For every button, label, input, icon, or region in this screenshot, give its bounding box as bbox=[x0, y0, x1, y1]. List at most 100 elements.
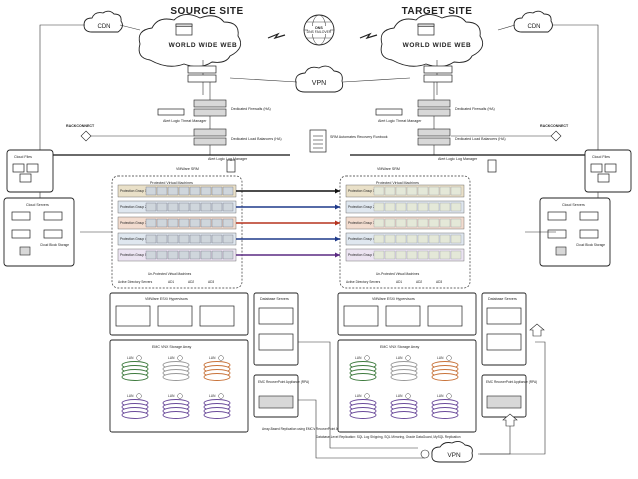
vm-icon bbox=[439, 250, 451, 260]
database-server bbox=[258, 307, 294, 325]
vm-icon bbox=[167, 186, 179, 196]
svg-text:Cloud Files: Cloud Files bbox=[14, 155, 32, 159]
source-cloud-files: Cloud Files bbox=[6, 149, 54, 193]
vm-icon bbox=[167, 234, 179, 244]
block-storage-icon bbox=[19, 246, 31, 256]
protection-group-label: Protection Group 4 bbox=[348, 237, 375, 241]
lun-number-badge bbox=[446, 393, 452, 399]
lun-disk-stack: LUN bbox=[162, 355, 190, 381]
vm-icon bbox=[178, 250, 190, 260]
threat-manager-device bbox=[157, 108, 185, 116]
vm-icon bbox=[439, 202, 451, 212]
svg-text:WORLD WIDE WEB: WORLD WIDE WEB bbox=[403, 42, 472, 49]
svg-text:VMWare SRM: VMWare SRM bbox=[377, 167, 400, 171]
vm-icon bbox=[384, 234, 396, 244]
runbook-clipboard-icon bbox=[309, 129, 327, 153]
lun-label: LUN bbox=[396, 394, 403, 398]
file-icon bbox=[26, 163, 39, 173]
svg-text:Un-Protected Virtual Machines: Un-Protected Virtual Machines bbox=[376, 272, 420, 276]
lun-number-badge bbox=[218, 355, 224, 361]
file-icon bbox=[597, 173, 610, 183]
hypervisor-host bbox=[343, 305, 379, 327]
vpn-node-icon bbox=[420, 449, 430, 459]
vm-icon bbox=[178, 234, 190, 244]
switch-device bbox=[423, 74, 453, 83]
vm-icon bbox=[200, 218, 212, 228]
lun-label: LUN bbox=[168, 394, 175, 398]
vm-icon bbox=[395, 186, 407, 196]
vm-icon bbox=[189, 250, 201, 260]
svg-text:EMC RecoverPoint Appliance (RP: EMC RecoverPoint Appliance (RPA) bbox=[258, 380, 309, 384]
vm-icon bbox=[178, 202, 190, 212]
target-database-servers: Database Servers bbox=[481, 292, 527, 366]
svg-text:Database Servers: Database Servers bbox=[260, 297, 289, 301]
lun-label: LUN bbox=[127, 356, 134, 360]
vm-icon bbox=[211, 202, 223, 212]
svg-text:EMC VNX Storage Array: EMC VNX Storage Array bbox=[152, 345, 192, 349]
vm-icon bbox=[189, 218, 201, 228]
vm-icon bbox=[156, 218, 168, 228]
cloud-server-icon bbox=[11, 211, 31, 221]
vm-icon bbox=[395, 234, 407, 244]
vm-icon bbox=[384, 202, 396, 212]
source-srm-boundary bbox=[111, 175, 243, 289]
cdn-www-link-target bbox=[497, 24, 516, 31]
block-storage-icon bbox=[555, 246, 567, 256]
svg-text:AD1: AD1 bbox=[168, 280, 174, 284]
firewall-device bbox=[417, 99, 451, 108]
log-manager-device bbox=[487, 159, 497, 173]
protection-group-label: Protection Group 4 bbox=[120, 237, 147, 241]
svg-text:RACKCONNECT: RACKCONNECT bbox=[540, 124, 569, 128]
svg-text:Active Directory Servers: Active Directory Servers bbox=[118, 280, 153, 284]
vm-icon bbox=[156, 250, 168, 260]
svg-text:AD2: AD2 bbox=[416, 280, 422, 284]
vm-icon bbox=[417, 218, 429, 228]
svg-text:AD3: AD3 bbox=[208, 280, 214, 284]
svg-text:CDN: CDN bbox=[98, 24, 111, 30]
cloud-server-icon bbox=[43, 229, 63, 239]
srm-runbook-label: SRM Automates Recovery Runbook bbox=[330, 135, 388, 139]
database-server bbox=[486, 307, 522, 325]
lightning-icon bbox=[359, 32, 378, 40]
dns-failover-globe: DNS DNS FAILOVER bbox=[303, 14, 335, 46]
vm-icon bbox=[406, 202, 418, 212]
firewalls-label: Dedicated Firewalls (HA) bbox=[455, 107, 495, 111]
vm-icon bbox=[417, 250, 429, 260]
lun-label: LUN bbox=[127, 394, 134, 398]
arrowhead-icon bbox=[335, 220, 340, 226]
lun-disk-stack: LUN bbox=[121, 355, 149, 381]
svg-text:Cloud Block Storage: Cloud Block Storage bbox=[576, 243, 605, 247]
vm-icon bbox=[428, 186, 440, 196]
cloud-server-icon bbox=[11, 229, 31, 239]
svg-text:RACKCONNECT: RACKCONNECT bbox=[66, 124, 95, 128]
lun-disk-stack: LUN bbox=[203, 355, 231, 381]
cdn-link-target bbox=[552, 24, 599, 150]
svg-text:Un-Protected Virtual Machines: Un-Protected Virtual Machines bbox=[148, 272, 192, 276]
vm-icon bbox=[189, 234, 201, 244]
cloud-server-icon bbox=[579, 211, 599, 221]
vm-icon bbox=[200, 202, 212, 212]
vpn-cloud-bottom: VPN bbox=[431, 440, 473, 463]
svg-text:AD2: AD2 bbox=[188, 280, 194, 284]
vm-icon bbox=[373, 250, 385, 260]
svg-text:DNS: DNS bbox=[315, 26, 323, 30]
lun-label: LUN bbox=[437, 356, 444, 360]
target-srm: VMWare SRM Protected Virtual Machines Un… bbox=[339, 167, 471, 289]
up-arrow-icon bbox=[529, 323, 545, 337]
vm-icon bbox=[156, 186, 168, 196]
vm-icon bbox=[200, 250, 212, 260]
vm-icon bbox=[145, 186, 157, 196]
log-manager-label: Alert Logic Log Manager bbox=[438, 157, 478, 161]
arrowhead-icon bbox=[335, 252, 340, 258]
vm-icon bbox=[178, 218, 190, 228]
firewall-device bbox=[193, 108, 227, 117]
vm-icon bbox=[178, 186, 190, 196]
protection-group-label: Protection Group 5 bbox=[120, 253, 147, 257]
db-replication-label: Database-Level Replication: SQL Log Ship… bbox=[316, 435, 461, 439]
www-cloud-source: WORLD WIDE WEB bbox=[138, 14, 242, 67]
lun-number-badge bbox=[405, 393, 411, 399]
vm-icon bbox=[384, 250, 396, 260]
rackconnect-target: RACKCONNECT bbox=[451, 124, 569, 142]
